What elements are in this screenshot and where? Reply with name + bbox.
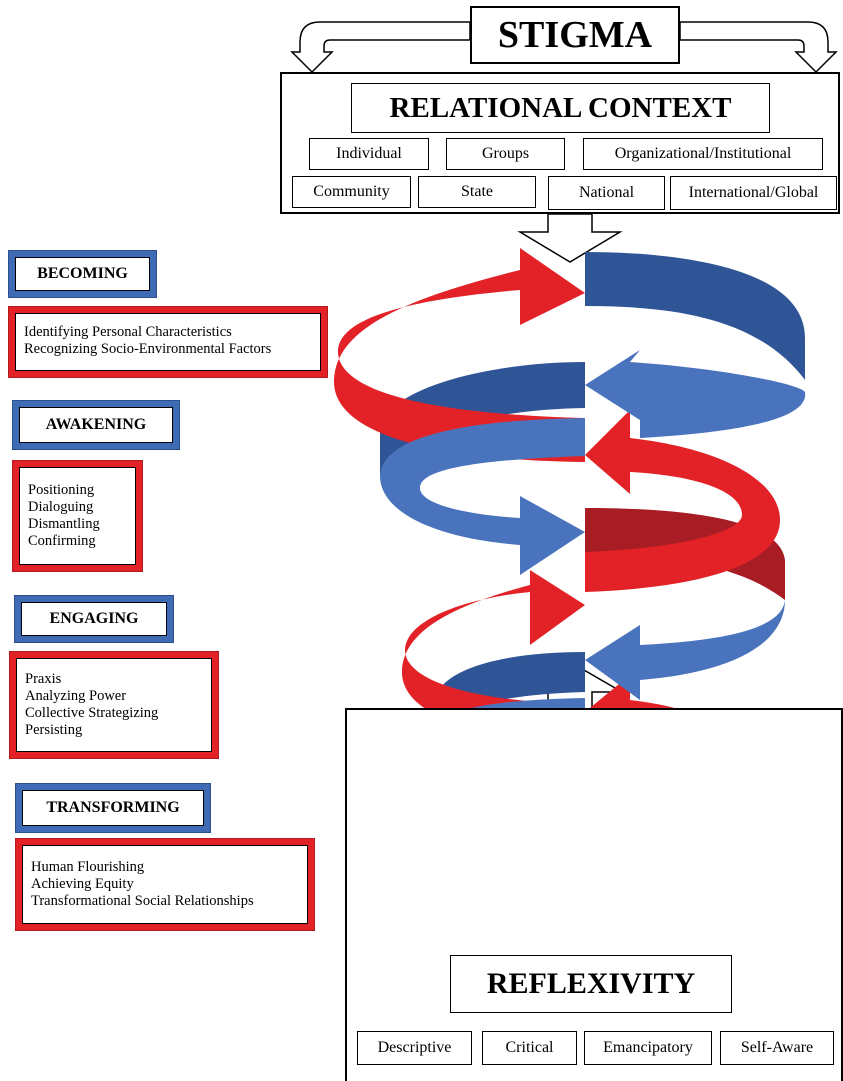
- reflexivity-title-box: REFLEXIVITY: [450, 955, 732, 1013]
- spiral-red-arrow: [333, 248, 585, 462]
- relational-context-title: RELATIONAL CONTEXT: [389, 91, 732, 124]
- spiral-red-arrow: [585, 410, 780, 592]
- stage-becoming-label-box: BECOMING: [8, 250, 157, 298]
- spiral-red-arrow: [401, 570, 585, 740]
- stage-item: Achieving Equity: [31, 876, 134, 892]
- spiral-band: [585, 252, 805, 380]
- stage-label: BECOMING: [15, 257, 150, 291]
- stage-item: Confirming: [28, 533, 96, 549]
- context-level-community: Community: [292, 176, 411, 208]
- spiral-blue-arrow: [380, 418, 585, 575]
- stage-item: Recognizing Socio-Environmental Factors: [24, 341, 272, 357]
- context-level-individual: Individual: [309, 138, 429, 170]
- stage-awakening-items-box: Positioning Dialoguing Dismantling Confi…: [12, 460, 143, 572]
- stage-becoming-items-box: Identifying Personal Characteristics Rec…: [8, 306, 328, 378]
- context-level-national: National: [548, 176, 665, 210]
- spiral-band: [435, 652, 585, 730]
- stage-item: Persisting: [25, 722, 83, 738]
- reflexivity-type-descriptive: Descriptive: [357, 1031, 472, 1065]
- stage-item: Analyzing Power: [25, 688, 127, 704]
- stage-transforming-items-box: Human Flourishing Achieving Equity Trans…: [15, 838, 315, 931]
- stage-transforming-label-box: TRANSFORMING: [15, 783, 211, 833]
- stage-item: Dialoguing: [28, 499, 94, 515]
- context-level-state: State: [418, 176, 536, 208]
- stage-item: Praxis: [25, 671, 62, 687]
- reflexivity-type-emancipatory: Emancipatory: [584, 1031, 712, 1065]
- stigma-title: STIGMA: [497, 14, 653, 56]
- stage-item: Human Flourishing: [31, 859, 145, 875]
- context-level-organizational: Organizational/Institutional: [583, 138, 823, 170]
- spiral-blue-arrow: [585, 600, 785, 700]
- stage-item: Identifying Personal Characteristics: [24, 324, 232, 340]
- stage-item: Collective Strategizing: [25, 705, 159, 721]
- spiral-blue-arrow: [585, 350, 806, 438]
- stage-awakening-label-box: AWAKENING: [12, 400, 180, 450]
- reflexivity-type-critical: Critical: [482, 1031, 577, 1065]
- reflexivity-title: REFLEXIVITY: [486, 967, 696, 1000]
- relational-context-title-box: RELATIONAL CONTEXT: [351, 83, 770, 133]
- spiral-band: [380, 362, 585, 476]
- stage-label: AWAKENING: [19, 407, 173, 443]
- reflexivity-panel: [345, 708, 843, 1081]
- context-level-groups: Groups: [446, 138, 565, 170]
- context-level-international: International/Global: [670, 176, 837, 210]
- stage-label: TRANSFORMING: [22, 790, 204, 826]
- stage-item: Transformational Social Relationships: [31, 893, 254, 909]
- stage-engaging-items-box: Praxis Analyzing Power Collective Strate…: [9, 651, 219, 759]
- stigma-right-curved-arrow: [679, 21, 838, 74]
- stage-item: Positioning: [28, 482, 95, 498]
- context-down-arrow: [517, 213, 623, 263]
- stage-engaging-label-box: ENGAGING: [14, 595, 174, 643]
- stigma-left-curved-arrow: [290, 21, 471, 74]
- stigma-box: STIGMA: [470, 6, 680, 64]
- stage-label: ENGAGING: [21, 602, 167, 636]
- stage-item: Dismantling: [28, 516, 100, 532]
- reflexivity-type-self-aware: Self-Aware: [720, 1031, 834, 1065]
